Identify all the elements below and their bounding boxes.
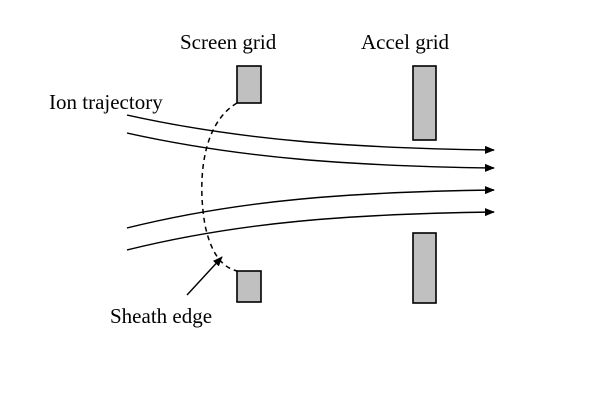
sheath-edge-curve (201, 102, 238, 272)
sheath-edge-pointer-arrow (186, 256, 223, 296)
screen-grid-label: Screen grid (180, 30, 277, 54)
screen-grid-lower-electrode (236, 270, 262, 303)
accel-grid-label: Accel grid (361, 30, 450, 54)
ion-trajectory-1 (126, 114, 495, 154)
accel-grid-upper-electrode (412, 65, 437, 141)
screen-grid-upper-electrode (236, 65, 262, 104)
accel-grid-lower-electrode (412, 232, 437, 304)
sheath-edge-label: Sheath edge (110, 304, 212, 328)
ion-trajectory-4 (126, 208, 495, 251)
ion-trajectory-3 (126, 186, 495, 229)
ion-trajectory-label: Ion trajectory (49, 90, 163, 114)
ion-trajectory-2 (126, 132, 495, 172)
